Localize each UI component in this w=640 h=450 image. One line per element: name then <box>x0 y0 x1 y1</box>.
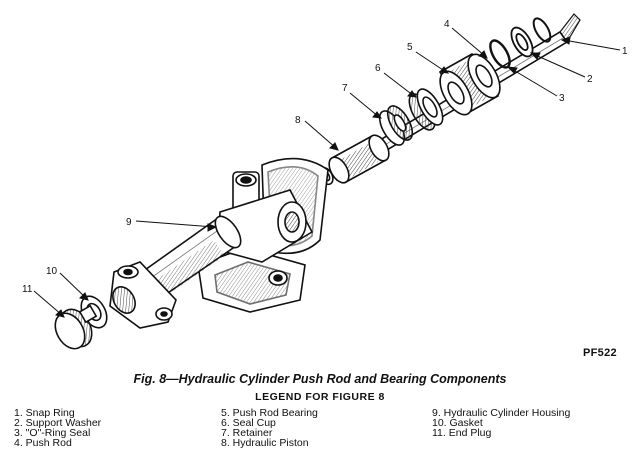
figure-code: PF522 <box>583 347 617 359</box>
leader-lines <box>33 27 621 318</box>
callout-5: 5 <box>407 42 413 53</box>
callout-1: 1 <box>622 46 628 57</box>
callout-2: 2 <box>587 74 593 85</box>
snap-ring <box>532 17 552 43</box>
callout-6: 6 <box>375 63 381 74</box>
figure-caption: Fig. 8—Hydraulic Cylinder Push Rod and B… <box>133 372 507 386</box>
end-plug <box>54 304 98 350</box>
legend-column-3: 9. Hydraulic Cylinder Housing 10. Gasket… <box>432 407 571 439</box>
callout-3: 3 <box>559 93 565 104</box>
callout-4: 4 <box>444 19 450 30</box>
legend-item: 10. Gasket <box>432 417 483 429</box>
legend-item: 3. "O"-Ring Seal <box>14 427 91 439</box>
hydraulic-cylinder-housing <box>109 157 329 329</box>
seal-cup <box>408 88 444 131</box>
callout-9: 9 <box>126 217 132 228</box>
exploded-view-illustration: 1 2 3 4 5 6 7 8 9 10 11 <box>22 13 628 350</box>
legend-column-2: 5. Push Rod Bearing 6. Seal Cup 7. Retai… <box>221 407 318 449</box>
legend-item: 4. Push Rod <box>14 437 72 449</box>
legend-item: 6. Seal Cup <box>221 417 276 429</box>
callout-7: 7 <box>342 83 348 94</box>
support-washer <box>510 26 534 58</box>
legend-column-1: 1. Snap Ring 2. Support Washer 3. "O"-Ri… <box>14 407 102 449</box>
legend-item: 5. Push Rod Bearing <box>221 407 318 419</box>
legend-item: 11. End Plug <box>432 427 492 439</box>
legend-item: 2. Support Washer <box>14 417 102 429</box>
legend-item: 8. Hydraulic Piston <box>221 437 309 449</box>
legend-item: 7. Retainer <box>221 427 273 439</box>
legend-item: 1. Snap Ring <box>14 407 75 419</box>
callout-10: 10 <box>46 266 58 277</box>
push-rod-bearing <box>438 52 501 116</box>
legend-title: LEGEND FOR FIGURE 8 <box>255 391 385 403</box>
retainer <box>378 105 414 146</box>
callout-labels: 1 2 3 4 5 6 7 8 9 10 11 <box>22 19 628 295</box>
legend-item: 9. Hydraulic Cylinder Housing <box>432 407 571 419</box>
callout-8: 8 <box>295 115 301 126</box>
callout-11: 11 <box>22 284 33 295</box>
